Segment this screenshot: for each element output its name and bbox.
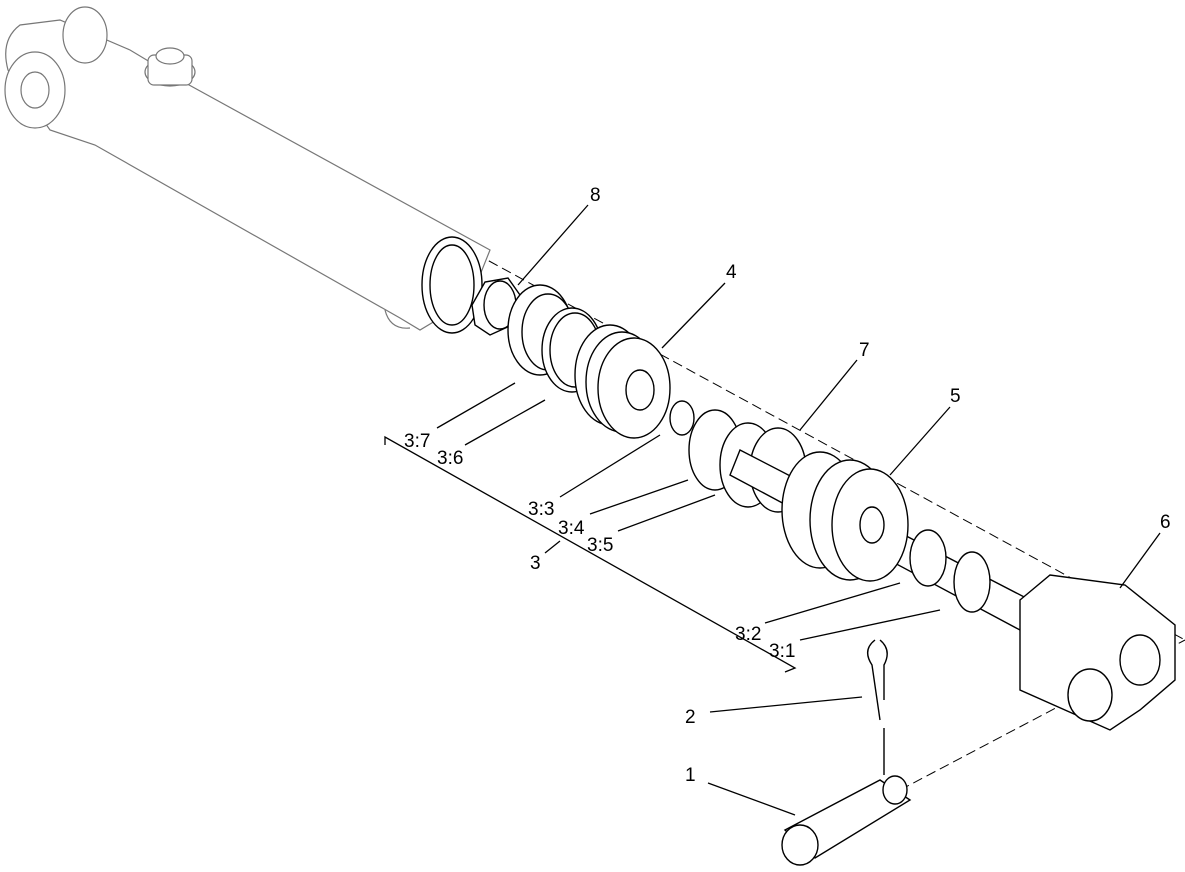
gland <box>781 451 909 582</box>
callout-3-5: 3:5 <box>587 535 613 556</box>
callout-6: 6 <box>1160 512 1171 533</box>
cylinder-barrel <box>4 6 491 334</box>
callout-4: 4 <box>726 262 737 283</box>
callout-3: 3 <box>530 553 541 574</box>
rod-clevis <box>1019 574 1176 731</box>
callout-3-4: 3:4 <box>558 518 585 539</box>
cotter-pin <box>867 639 888 775</box>
rod-wiper <box>909 529 947 587</box>
callout-3-6: 3:6 <box>437 448 463 469</box>
callout-3-7: 3:7 <box>404 431 430 452</box>
callout-5: 5 <box>950 386 961 407</box>
callout-3-3: 3:3 <box>528 499 554 520</box>
piston <box>574 324 671 439</box>
callout-3-1: 3:1 <box>769 641 795 662</box>
callout-3-2: 3:2 <box>735 624 761 645</box>
rod-ring <box>953 551 991 613</box>
callout-7: 7 <box>859 340 870 361</box>
callout-8: 8 <box>590 185 601 206</box>
leader-lines <box>436 204 1161 816</box>
assembly-bracket <box>384 435 797 673</box>
callout-1: 1 <box>685 765 696 786</box>
o-ring <box>669 400 695 436</box>
clevis-pin <box>781 775 912 866</box>
callout-2: 2 <box>685 707 696 728</box>
pin-axis-line <box>899 639 1185 791</box>
